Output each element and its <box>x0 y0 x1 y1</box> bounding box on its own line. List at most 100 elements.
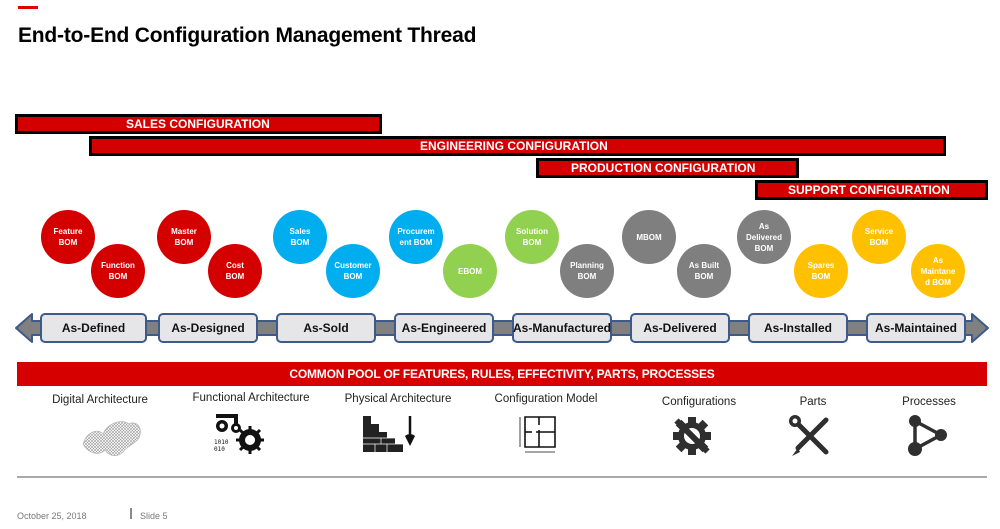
bom-label-line: Customer <box>334 261 372 270</box>
bom-label-line: d BOM <box>925 277 951 287</box>
production-configuration-bar: PRODUCTION CONFIGURATION <box>536 158 799 178</box>
bom-label-line: Sales <box>289 227 311 236</box>
bom-label-line: Spares <box>807 261 835 270</box>
physical-architecture-label: Physical Architecture <box>344 393 452 405</box>
footer-slide-number: Slide 5 <box>140 511 168 521</box>
stage-as-installed: As-Installed <box>748 313 848 343</box>
bom-label: EBOM <box>458 266 482 277</box>
stage-as-delivered: As-Delivered <box>630 313 730 343</box>
bom-label-line: BOM <box>811 272 831 281</box>
floor-plan-icon <box>519 416 556 453</box>
configurations-label: Configurations <box>661 396 737 408</box>
bom-label-line: Solution <box>516 227 548 236</box>
bom-label-line: BOM <box>108 272 128 281</box>
processes-label: Processes <box>902 396 956 408</box>
bom-label-line: Procurem <box>397 227 435 236</box>
common-pool-label: COMMON POOL OF FEATURES, RULES, EFFECTIV… <box>289 367 715 381</box>
mesh-surface-icon <box>82 421 141 456</box>
stage-as-engineered: As-Engineered <box>394 313 494 343</box>
bom-label-line: As Built <box>688 261 720 270</box>
wrench-pencil-icon <box>789 415 829 456</box>
production-configuration-label: PRODUCTION CONFIGURATION <box>571 161 756 175</box>
bom-label-line: Master <box>171 227 197 236</box>
footer-divider <box>17 476 987 478</box>
bom-label: Procurem ent BOM <box>397 226 434 248</box>
functional-architecture-label: Functional Architecture <box>192 392 310 404</box>
bom-label-line: Feature <box>53 227 83 236</box>
page-title: End-to-End Configuration Management Thre… <box>18 24 477 47</box>
bom-label-line: BOM <box>290 238 310 247</box>
gears-binary-icon: 1010 010 <box>214 414 264 454</box>
bom-label-line: Function <box>101 261 135 270</box>
wrench-gear-icon <box>673 417 711 455</box>
svg-text:1010: 1010 <box>214 439 229 446</box>
sales-configuration-bar: SALES CONFIGURATION <box>15 114 382 134</box>
bom-label-line: As <box>932 255 944 265</box>
engineering-configuration-label: ENGINEERING CONFIGURATION <box>420 139 608 153</box>
bom-label-line: Cost <box>226 261 244 270</box>
bom-label-line: As <box>758 221 770 231</box>
digital-architecture-label: Digital Architecture <box>52 394 148 406</box>
bom-label-line: MBOM <box>636 232 662 242</box>
bom-bubble: MBOM <box>622 210 676 264</box>
lifecycle-timeline-arrow <box>15 313 989 343</box>
bom-label-line: BOM <box>869 238 889 247</box>
common-pool-bar: COMMON POOL OF FEATURES, RULES, EFFECTIV… <box>17 362 987 386</box>
bom-label-line: BOM <box>174 238 194 247</box>
bom-label-line: Maintane <box>920 266 956 276</box>
brick-wall-trowel-icon <box>363 416 415 452</box>
process-nodes-icon <box>908 415 947 456</box>
bom-label-line: BOM <box>58 238 78 247</box>
stage-as-maintained: As-Maintained <box>866 313 966 343</box>
bom-label-line: BOM <box>577 272 597 281</box>
stage-as-defined: As-Defined <box>40 313 147 343</box>
bom-label-line: BOM <box>694 272 714 281</box>
parts-label: Parts <box>799 396 827 408</box>
bom-label-line: BOM <box>522 238 542 247</box>
configuration-model-label: Configuration Model <box>494 393 598 405</box>
bom-label-line: Service <box>864 227 894 236</box>
bom-label-line: BOM <box>343 272 363 281</box>
engineering-configuration-bar: ENGINEERING CONFIGURATION <box>89 136 946 156</box>
support-configuration-label: SUPPORT CONFIGURATION <box>788 183 950 197</box>
bom-bubble: EBOM <box>443 244 497 298</box>
stage-as-manufactured: As-Manufactured <box>512 313 612 343</box>
stage-as-designed: As-Designed <box>158 313 258 343</box>
support-configuration-bar: SUPPORT CONFIGURATION <box>755 180 988 200</box>
footer-date: October 25, 2018 <box>17 511 87 521</box>
bom-label-line: ent BOM <box>399 238 433 247</box>
footer-separator <box>130 508 132 519</box>
title-accent-bar <box>18 6 38 9</box>
bom-label-line: BOM <box>754 243 774 253</box>
bom-label-line: EBOM <box>458 266 482 276</box>
stage-as-sold: As-Sold <box>276 313 376 343</box>
bom-label-line: BOM <box>225 272 245 281</box>
sales-configuration-label: SALES CONFIGURATION <box>126 117 270 131</box>
bom-label-line: Delivered <box>745 232 783 242</box>
bom-bubble: Procurem ent BOM <box>389 210 443 264</box>
